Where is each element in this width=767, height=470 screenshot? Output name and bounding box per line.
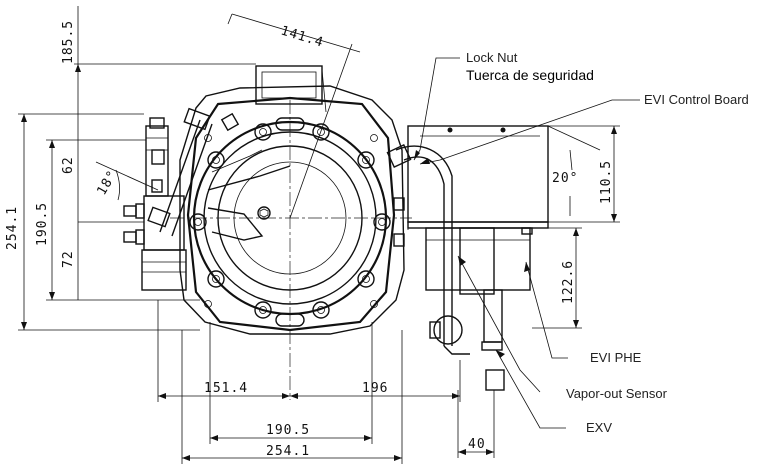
dim-left-mid: 190.5 (35, 202, 50, 246)
evi-assembly (386, 125, 549, 391)
dim-right-upper: 110.5 (599, 160, 614, 204)
callout-labels: Lock Nut Tuerca de seguridad EVI Control… (466, 50, 749, 435)
left-fittings (123, 107, 240, 291)
dim-bottom-right: 196 (362, 381, 388, 396)
dim-left-upper: 62 (61, 156, 76, 174)
dim-left-total: 254.1 (5, 206, 20, 250)
label-evi-phe: EVI PHE (590, 350, 642, 365)
label-lock-nut-es: Tuerca de seguridad (466, 67, 594, 83)
label-evi-board: EVI Control Board (644, 92, 749, 107)
dim-bottom-left: 151.4 (204, 381, 248, 396)
dim-bottom-total: 254.1 (266, 444, 310, 459)
dim-right-lower: 122.6 (561, 260, 576, 304)
compressor-body (170, 65, 412, 400)
callout-leaders (413, 57, 640, 429)
dim-right-angle: 20° (552, 171, 578, 186)
dim-left-lower: 72 (61, 250, 76, 268)
dim-bottom-mid: 190.5 (266, 423, 310, 438)
dim-top-height: 185.5 (61, 20, 76, 64)
dimension-labels: 185.5 141.4 254.1 190.5 62 72 18° 20° 11… (5, 20, 614, 459)
dimension-lines (18, 6, 620, 464)
flange-bolts (189, 123, 391, 319)
label-exv: EXV (586, 420, 612, 435)
dim-bottom-small: 40 (468, 437, 486, 452)
dim-angle: 141.4 (279, 23, 326, 50)
label-lock-nut: Lock Nut (466, 50, 518, 65)
label-vapor-sensor: Vapor-out Sensor (566, 386, 668, 401)
